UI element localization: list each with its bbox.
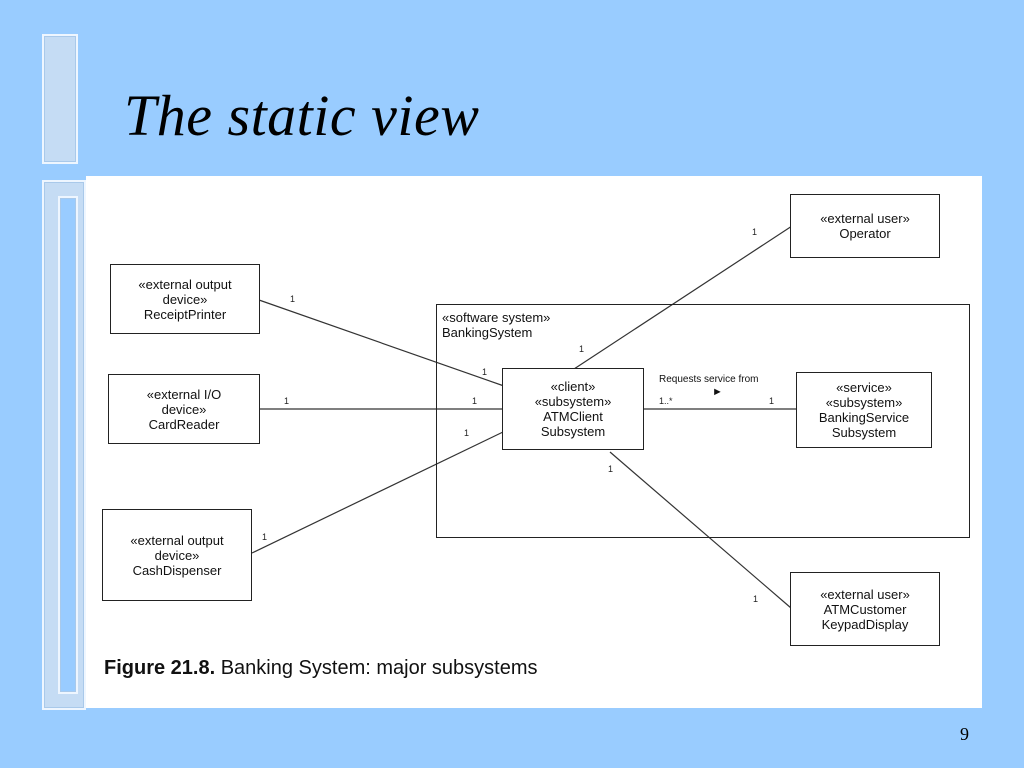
multiplicity-client-service: 1..* xyxy=(659,396,673,406)
decorative-bar-bottom-inner xyxy=(58,196,78,694)
atm-client-subsystem-box: «client» «subsystem» ATMClient Subsystem xyxy=(502,368,644,450)
figure-caption-text: Banking System: major subsystems xyxy=(220,657,538,679)
multiplicity-cash-dispenser: 1 xyxy=(262,532,268,542)
multiplicity-card-reader: 1 xyxy=(284,396,290,406)
multiplicity-service: 1 xyxy=(769,396,775,406)
page-number: 9 xyxy=(960,724,969,744)
figure-caption-number: Figure 21.8. xyxy=(104,657,216,679)
figure-caption: Figure 21.8. Banking System: major subsy… xyxy=(104,657,538,680)
banking-service-subsystem-box: «service» «subsystem» BankingService Sub… xyxy=(796,372,932,448)
receipt-printer-box: «external output device» ReceiptPrinter xyxy=(110,264,260,334)
multiplicity-receipt-printer: 1 xyxy=(290,294,296,304)
multiplicity-operator: 1 xyxy=(752,227,758,237)
multiplicity-client-card: 1 xyxy=(472,396,478,406)
card-reader-box: «external I/O device» CardReader xyxy=(108,374,260,444)
line-receiptprinter-client xyxy=(258,299,505,387)
multiplicity-client-operator: 1 xyxy=(579,344,585,354)
multiplicity-client-cash: 1 xyxy=(464,428,470,438)
line-cashdispenser-client xyxy=(251,431,504,554)
software-system-boundary xyxy=(436,304,970,538)
atm-customer-box: «external user» ATMCustomer KeypadDispla… xyxy=(790,572,940,646)
multiplicity-customer: 1 xyxy=(753,594,759,604)
line-client-customer xyxy=(609,451,792,609)
multiplicity-client-receipt: 1 xyxy=(482,367,488,377)
slide-title: The static view xyxy=(124,83,480,148)
association-label: Requests service from xyxy=(659,374,759,385)
connector-lines xyxy=(251,225,797,609)
association-arrow-icon: ► xyxy=(712,386,723,398)
software-system-label: «software system» BankingSystem xyxy=(442,310,551,340)
operator-box: «external user» Operator xyxy=(790,194,940,258)
cash-dispenser-box: «external output device» CashDispenser xyxy=(102,509,252,601)
multiplicity-client-customer: 1 xyxy=(608,464,614,474)
line-operator-client xyxy=(573,225,793,370)
decorative-bar-top xyxy=(42,34,78,164)
figure-banking-system: «software system» BankingSystem «externa… xyxy=(86,176,982,708)
